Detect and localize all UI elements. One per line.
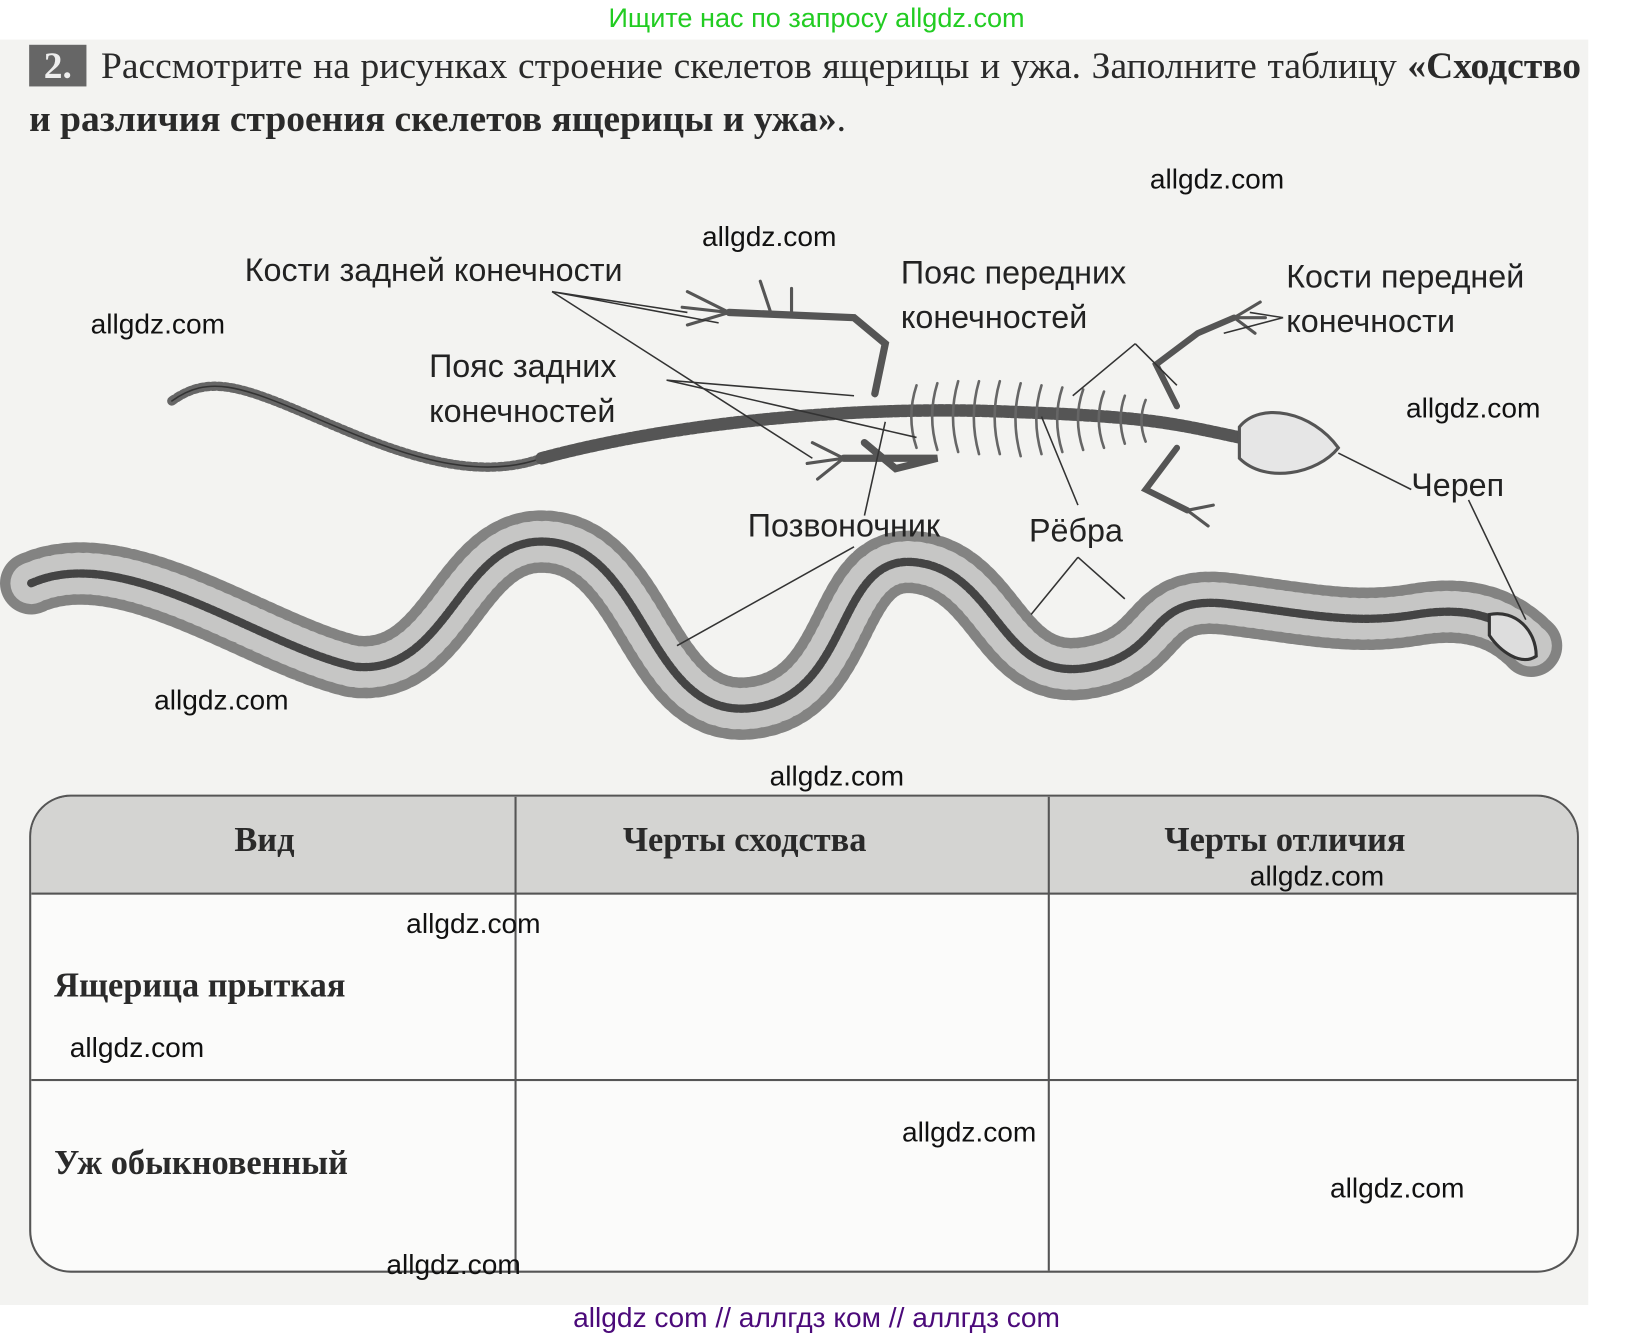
- watermark: allgdz.com: [769, 760, 905, 792]
- lizard-hind-foot-upper: [680, 279, 794, 327]
- row-species-snake: Уж обыкновенный: [54, 1144, 348, 1183]
- top-banner: Ищите нас по запросу allgdz.com: [608, 2, 1025, 34]
- lizard-skull: [1237, 411, 1341, 475]
- lizard-spine: [535, 404, 1246, 465]
- lizard-fore-foot-upper: [1232, 300, 1267, 335]
- header-differences: Черты отличия: [1164, 821, 1406, 860]
- label-hind-girdle-line2: конечностей: [429, 392, 616, 430]
- lizard-tail-outline: [171, 385, 543, 468]
- watermark: allgdz.com: [1329, 1172, 1465, 1204]
- watermark: allgdz.com: [701, 220, 837, 253]
- lizard-fore-leg-lower: [1140, 444, 1191, 514]
- snake-skull: [1487, 612, 1538, 662]
- watermark: allgdz.com: [1249, 860, 1385, 892]
- label-fore-limb-bones-line1: Кости передней: [1286, 258, 1525, 295]
- lizard-ribs: [910, 379, 1147, 458]
- label-ribs: Рёбра: [1029, 512, 1123, 549]
- pointer-lines: [551, 290, 1527, 647]
- comparison-table: Вид Черты сходства Черты отличия Ящерица…: [29, 794, 1579, 1273]
- watermark: allgdz.com: [154, 684, 289, 716]
- watermark: allgdz.com: [1149, 163, 1285, 195]
- label-hind-limb-bones: Кости задней конечности: [244, 252, 623, 289]
- table-title: «Сходство и различия строения скелетов я…: [29, 44, 1581, 140]
- label-fore-limb-bones-line2: конечности: [1286, 303, 1455, 340]
- snake-spine: [27, 537, 1536, 713]
- label-fore-girdle-line1: Пояс передних: [900, 254, 1127, 291]
- snake-skeleton: [0, 510, 1563, 740]
- table-header-row: [31, 796, 1577, 895]
- task-number: 2.: [29, 44, 87, 87]
- label-fore-girdle-line2: конечностей: [900, 298, 1088, 336]
- task-text: 2.Рассмотрите на рисунках строение скеле…: [29, 44, 1581, 140]
- lizard-hind-leg-lower: [839, 438, 939, 473]
- lizard-hind-leg-upper: [725, 308, 890, 398]
- watermark: allgdz.com: [69, 1032, 205, 1064]
- label-skull: Череп: [1411, 466, 1505, 504]
- skeleton-figure: [0, 279, 1563, 740]
- lizard-hind-foot-lower: [805, 441, 846, 481]
- header-similarities: Черты сходства: [622, 821, 867, 860]
- watermark: allgdz.com: [406, 908, 541, 940]
- watermark: allgdz.com: [901, 1116, 1037, 1148]
- bottom-banner: allgdz com // аллгдз ком // аллгдз com: [573, 1301, 1060, 1334]
- lizard-fore-leg-upper: [1152, 314, 1238, 410]
- lizard-fore-foot-lower: [1185, 503, 1215, 528]
- label-spine: Позвоночник: [747, 507, 941, 544]
- header-species: Вид: [234, 821, 295, 860]
- watermark: allgdz.com: [90, 308, 226, 340]
- lizard-skeleton: [167, 279, 1341, 528]
- label-hind-girdle-line1: Пояс задних: [429, 347, 617, 385]
- watermark: allgdz.com: [386, 1248, 521, 1281]
- watermark: allgdz.com: [1406, 392, 1541, 424]
- row-species-lizard: Ящерица прыткая: [54, 967, 346, 1006]
